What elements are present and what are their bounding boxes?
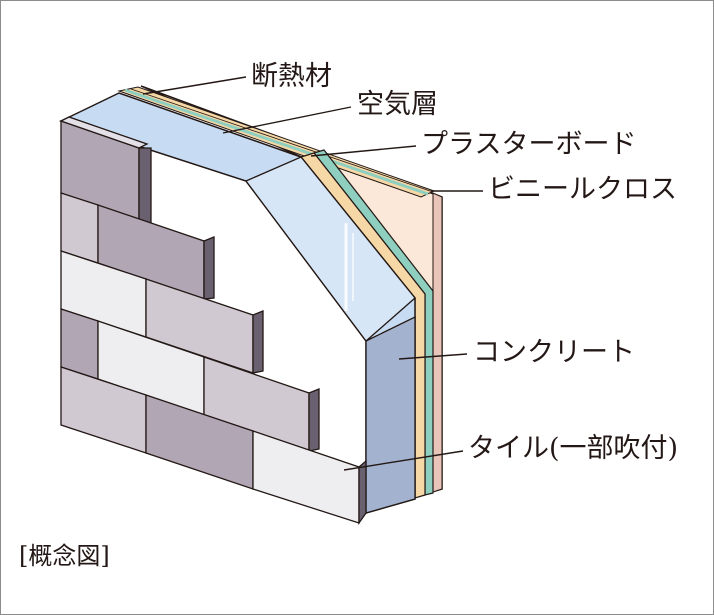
tile-brick-side xyxy=(358,459,367,526)
label-plasterboard: プラスターボード xyxy=(421,129,637,160)
tile-brick-side xyxy=(252,310,264,374)
leader-lines xyxy=(142,76,483,471)
label-air-layer: 空気層 xyxy=(357,89,438,120)
tile-bricks xyxy=(59,116,367,526)
tile-brick-side xyxy=(308,388,320,452)
label-vinyl-cloth: ビニールクロス xyxy=(488,174,677,205)
label-insulation: 断熱材 xyxy=(251,61,332,92)
label-tile: タイル(一部吹付) xyxy=(468,433,679,464)
diagram-caption: [概念図] xyxy=(19,542,110,570)
insulation-bevel-face xyxy=(244,156,416,342)
concrete-layer xyxy=(365,315,416,514)
label-concrete: コンクリート xyxy=(473,337,635,368)
tile-brick-side xyxy=(138,147,152,224)
tile-brick-side xyxy=(203,236,215,300)
